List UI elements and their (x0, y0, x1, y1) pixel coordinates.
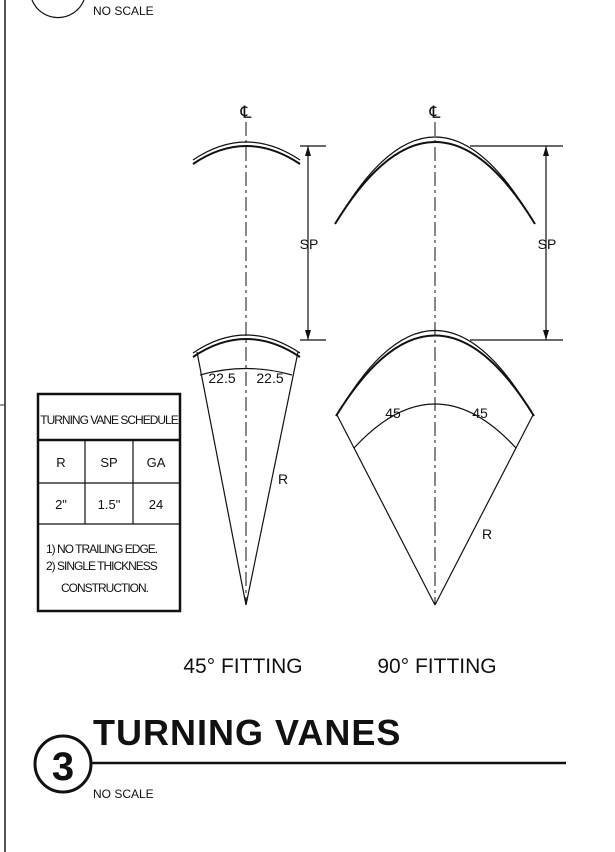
scale-note-top: NO SCALE (93, 4, 154, 18)
schedule-header-sp: SP (100, 455, 117, 470)
detail-title-block: 3 TURNING VANES NO SCALE (33, 712, 566, 801)
radius-line (434, 414, 534, 606)
radius-line (336, 414, 436, 606)
detail-number: 3 (52, 745, 74, 789)
radius-label: R (278, 471, 288, 487)
sp-label: SP (300, 236, 319, 252)
schedule-note: 2) SINGLE THICKNESS (46, 559, 158, 573)
angle-label: 22.5 (256, 370, 283, 386)
sp-label: SP (538, 236, 557, 252)
schedule-header-r: R (56, 455, 65, 470)
turning-vane (192, 338, 301, 358)
angle-arc (199, 367, 293, 376)
turning-vane (192, 141, 301, 161)
angle-arc (353, 403, 517, 449)
fitting-45-diagram: ℄ SP 22.5 22.5 R 45° FITTING (183, 103, 326, 678)
turning-vane-schedule-table: TURNING VANE SCHEDULE R SP GA 2" 1.5" 24… (36, 392, 182, 613)
angle-label: 45 (472, 405, 488, 421)
turning-vane (334, 141, 536, 225)
schedule-note: CONSTRUCTION. (61, 581, 149, 595)
schedule-value-ga: 24 (149, 497, 163, 512)
schedule-note: 1) NO TRAILING EDGE. (46, 542, 158, 556)
fitting-caption: 45° FITTING (183, 655, 302, 678)
detail-bubble-previous (31, 0, 85, 19)
centerline-symbol: ℄ (429, 103, 441, 122)
schedule-title: TURNING VANE SCHEDULE (40, 413, 178, 427)
radius-label: R (482, 526, 492, 542)
schedule-value-r: 2" (55, 497, 67, 512)
schedule-header-ga: GA (147, 455, 166, 470)
radius-line (196, 351, 247, 606)
scale-note: NO SCALE (93, 787, 154, 801)
fitting-caption: 90° FITTING (377, 655, 496, 678)
turning-vane (335, 334, 535, 417)
angle-label: 45 (385, 405, 401, 421)
schedule-value-sp: 1.5" (98, 497, 121, 512)
radius-line (245, 351, 299, 606)
centerline-symbol: ℄ (240, 103, 252, 122)
detail-title: TURNING VANES (93, 712, 401, 753)
fitting-90-diagram: ℄ SP 45 45 R 90° FITTING (334, 103, 563, 678)
angle-label: 22.5 (208, 370, 235, 386)
turning-vane (192, 145, 301, 165)
